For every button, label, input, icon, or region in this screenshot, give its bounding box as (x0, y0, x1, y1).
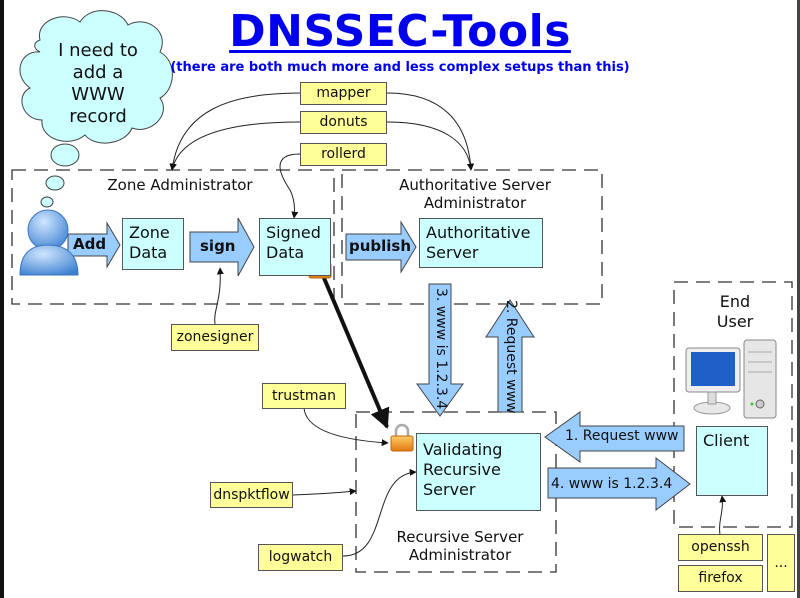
recursive-admin-label: Recursive Server Administrator (370, 528, 550, 564)
tool-mapper[interactable]: mapper (300, 82, 387, 105)
zone-data-label: Zone (129, 223, 170, 242)
validating-server-node[interactable]: Validating Recursive Server (416, 433, 541, 511)
recursive-admin-label-line: Administrator (408, 546, 512, 564)
trustman-to-lock-line (303, 407, 389, 447)
auth-admin-label: Authoritative Server Administrator (360, 176, 590, 212)
end-user-group-border (673, 281, 793, 528)
tool-more[interactable]: ... (767, 534, 795, 592)
donuts-to-auth-admin-line (386, 121, 474, 171)
add-arrow (67, 221, 121, 269)
zone-data-node[interactable]: Zone Data (122, 218, 184, 270)
tool-firefox[interactable]: firefox (678, 565, 763, 592)
zone-data-label: Data (129, 243, 168, 262)
sign-arrow (189, 217, 255, 277)
auth-admin-label-line: Administrator (423, 194, 527, 212)
donuts-to-zone-admin-line (170, 121, 301, 171)
computer-icon (685, 339, 777, 419)
end-user-label-line: User (716, 312, 754, 331)
thought-bubble-text: I need to add a WWW record (48, 40, 148, 128)
tool-logwatch[interactable]: logwatch (258, 544, 343, 571)
step1-arrow-label: 1. Request www (565, 428, 679, 444)
step3-arrow (416, 283, 464, 417)
logwatch-to-validating-line (342, 468, 417, 557)
client-node[interactable]: Client (696, 426, 768, 496)
signed-data-to-lock-thick-line (322, 277, 390, 429)
zonesigner-to-sign-line (214, 267, 224, 325)
tool-zonesigner[interactable]: zonesigner (171, 324, 259, 351)
validating-server-label: Recursive (423, 460, 501, 479)
thought-line: record (69, 106, 127, 127)
validating-server-lock-icon (390, 423, 414, 452)
signed-data-label: Data (266, 243, 305, 262)
thought-line: I need to (58, 40, 138, 61)
tool-rollerd[interactable]: rollerd (300, 143, 387, 166)
recursive-admin-label-line: Recursive Server (396, 528, 524, 546)
step4-arrow-label: 4. www is 1.2.3.4 (551, 476, 673, 492)
page-subtitle: (there are both much more and less compl… (170, 60, 630, 75)
step3-arrow-label: 3. www is 1.2.3.4 (433, 288, 449, 410)
auth-server-label: Server (426, 243, 479, 262)
end-user-label-line: End (719, 292, 751, 311)
validating-server-label: Server (423, 480, 476, 499)
auth-server-node[interactable]: Authoritative Server (419, 218, 543, 268)
tool-trustman[interactable]: trustman (262, 383, 346, 409)
tool-dnspktflow[interactable]: dnspktflow (210, 482, 293, 508)
thought-bubble-cloud (19, 10, 173, 208)
thought-line: add a (72, 62, 124, 83)
mapper-to-auth-admin-line (386, 92, 475, 171)
step2-arrow (485, 299, 535, 413)
dnspktflow-to-recursive-line (292, 488, 357, 496)
validating-server-label: Validating (423, 440, 503, 459)
step2-arrow-label: 2. Request www (503, 300, 519, 414)
page-title: DNSSEC-Tools (0, 6, 800, 57)
signed-data-label: Signed (266, 223, 321, 242)
step4-arrow (547, 456, 691, 512)
auth-admin-label-line: Authoritative Server (399, 176, 551, 194)
publish-arrow-label: publish (349, 237, 412, 255)
signed-data-node[interactable]: Signed Data (259, 218, 331, 276)
zone-admin-label: Zone Administrator (107, 176, 253, 194)
rollerd-to-signed-data-line (279, 153, 301, 219)
tool-openssh[interactable]: openssh (678, 534, 763, 561)
title-text: DNSSEC-Tools (229, 6, 571, 57)
end-user-label: End User (690, 292, 780, 332)
thought-line: WWW (71, 84, 125, 105)
publish-arrow (345, 220, 417, 274)
tool-donuts[interactable]: donuts (300, 111, 387, 134)
step1-arrow (544, 411, 685, 463)
user-icon (19, 209, 79, 276)
mapper-to-zone-admin-line (169, 92, 301, 171)
auth-server-label: Authoritative (426, 223, 531, 242)
openssh-to-client-line (719, 495, 727, 536)
add-arrow-label: Add (73, 235, 107, 253)
sign-arrow-label: sign (200, 237, 236, 255)
